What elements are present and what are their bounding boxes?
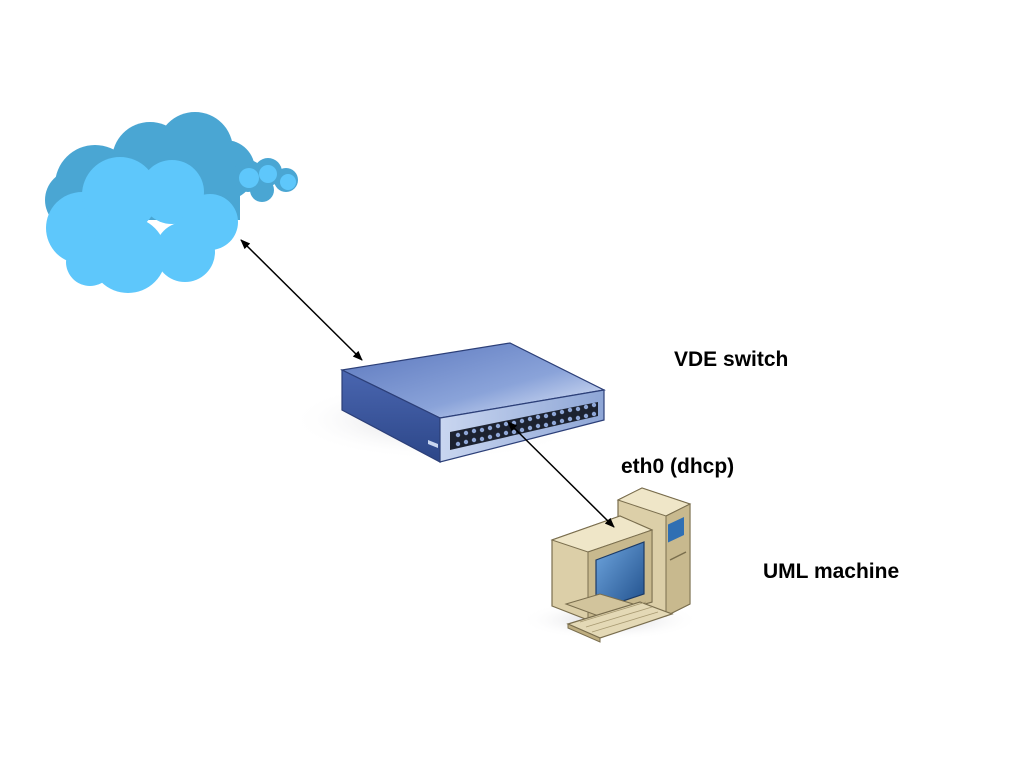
cloud-icon xyxy=(45,112,298,293)
switch-label: VDE switch xyxy=(674,348,789,371)
machine-label: UML machine xyxy=(763,560,900,583)
edge-internet-switch xyxy=(240,239,363,361)
edge-switch-machine xyxy=(507,421,615,528)
interface-label: eth0 (dhcp) xyxy=(621,455,735,478)
desktop-computer-icon xyxy=(550,487,692,643)
